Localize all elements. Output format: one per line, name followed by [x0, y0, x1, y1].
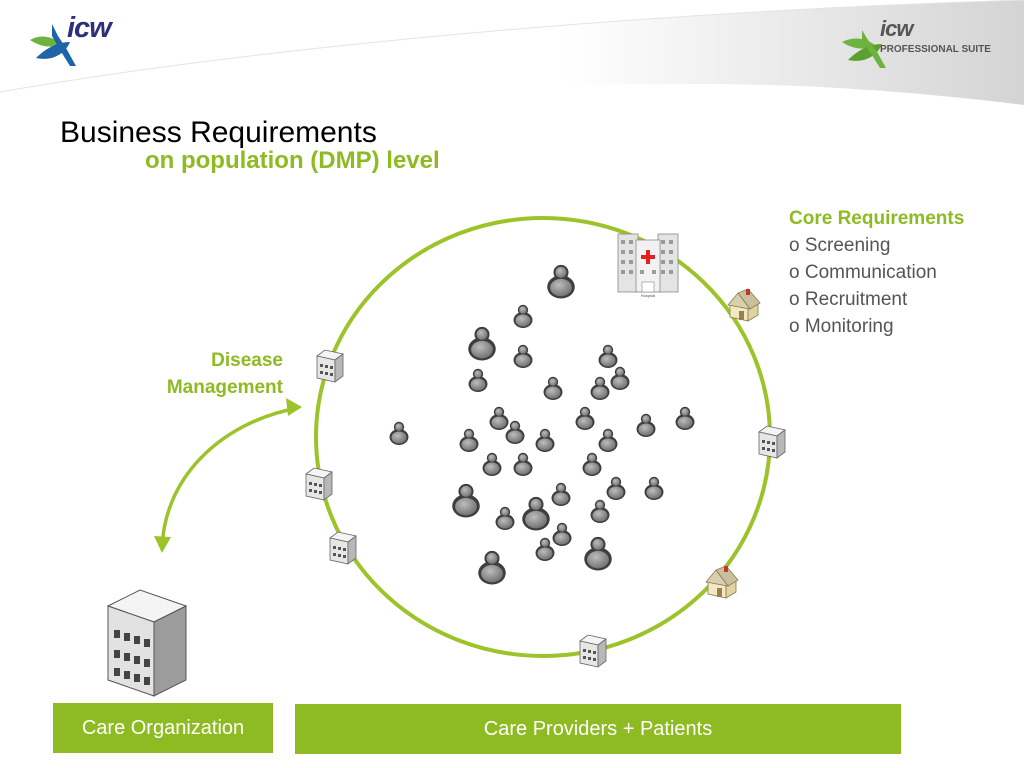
person-icon [505, 420, 525, 444]
person-icon [543, 376, 563, 400]
people-group [389, 264, 695, 585]
icw-logo-mark-right [842, 30, 886, 68]
building-icon [316, 349, 344, 383]
icw-logo-text-left: icw [67, 12, 112, 44]
person-icon [535, 537, 555, 561]
person-icon [584, 536, 612, 571]
icw-logo-mark-left [30, 24, 76, 66]
building-icon [579, 634, 607, 668]
core-item-recruitment: o Recruitment [789, 289, 908, 310]
person-icon [389, 421, 409, 445]
care-organization-building-icon [106, 589, 188, 697]
icw-logo-text-right: icw [880, 16, 913, 41]
hospital-sign: Hospital [641, 293, 656, 298]
person-icon [606, 476, 626, 500]
core-item-monitoring: o Monitoring [789, 316, 894, 337]
core-requirements: Core Requirements o Screening o Communic… [789, 205, 1019, 340]
person-icon [590, 499, 610, 523]
building-icon [329, 531, 357, 565]
person-icon [590, 376, 610, 400]
person-icon [522, 496, 550, 531]
care-providers-patients-box: Care Providers + Patients [295, 704, 901, 754]
core-item-screening: o Screening [789, 235, 891, 256]
person-icon [459, 428, 479, 452]
person-icon [513, 344, 533, 368]
person-icon [636, 413, 656, 437]
person-icon [644, 476, 664, 500]
building-icon [305, 467, 333, 501]
care-organization-box: Care Organization [53, 703, 273, 753]
page-title: Business Requirements [60, 116, 377, 149]
core-item-communication: o Communication [789, 262, 937, 283]
care-providers-patients-label: Care Providers + Patients [483, 717, 713, 740]
header-swoosh [0, 0, 1024, 105]
person-icon [582, 452, 602, 476]
person-icon [482, 452, 502, 476]
professional-suite-label: PROFESSIONAL SUITE [880, 44, 991, 55]
person-icon [610, 366, 630, 390]
person-icon [551, 482, 571, 506]
disease-label-line1: Disease [211, 350, 283, 371]
person-icon [552, 522, 572, 546]
disease-management-arrow [160, 406, 299, 549]
page-subtitle: on population (DMP) level [145, 147, 440, 174]
person-icon [598, 344, 618, 368]
person-icon [489, 406, 509, 430]
person-icon [478, 550, 506, 585]
house-icon [727, 288, 761, 322]
hospital-icon: Hospital [617, 233, 679, 298]
person-icon [468, 326, 496, 361]
person-icon [547, 264, 575, 299]
person-icon [675, 406, 695, 430]
disease-management-label: Disease Management [83, 347, 283, 401]
person-icon [575, 406, 595, 430]
person-icon [513, 452, 533, 476]
arrowhead-top [286, 398, 302, 416]
disease-label-line2: Management [166, 377, 283, 398]
core-requirements-title: Core Requirements [789, 208, 965, 229]
person-icon [513, 304, 533, 328]
person-icon [598, 428, 618, 452]
house-icon [705, 565, 739, 599]
care-organization-label: Care Organization [81, 716, 245, 739]
person-icon [452, 483, 480, 518]
arrowhead-bottom [154, 536, 171, 553]
person-icon [535, 428, 555, 452]
person-icon [468, 368, 488, 392]
building-icon [758, 425, 786, 459]
person-icon [495, 506, 515, 530]
